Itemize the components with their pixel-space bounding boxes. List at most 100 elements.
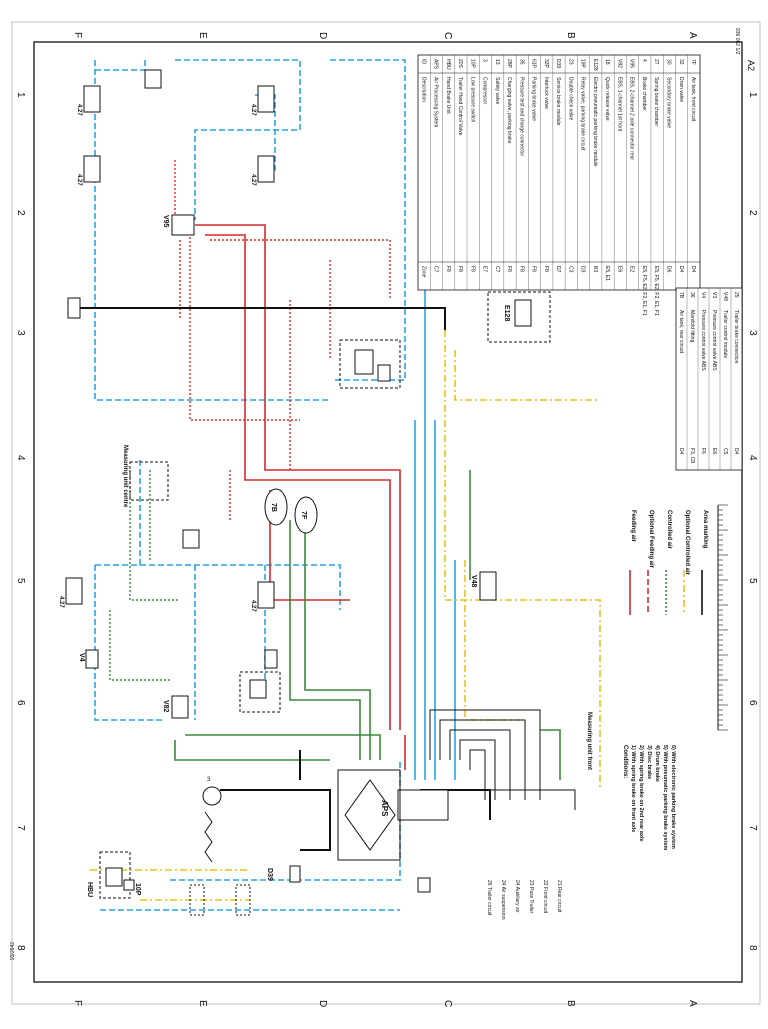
spring-brake-chamber-f5[interactable]: 4.27: [58, 577, 83, 608]
air-processing-system-aps[interactable]: APS: [337, 769, 449, 861]
trailer-connection-1[interactable]: [189, 884, 205, 916]
table-cell-zone: F8: [531, 266, 537, 272]
doc-id-top: 936 062 1/2: [734, 28, 740, 55]
table-cell-id: ID: [420, 59, 426, 64]
small-table-zone: F6: [700, 448, 706, 454]
zone-number-left: 2: [15, 210, 26, 216]
controlled-air-dotted: [109, 470, 180, 681]
zone-number-left: 1: [15, 92, 26, 98]
ebs-module-v82[interactable]: V82: [162, 695, 189, 719]
table-cell-zone: E6: [616, 266, 622, 272]
table-cell-id: 27: [653, 59, 659, 65]
air-tank-7f[interactable]: 7F: [294, 496, 318, 534]
zone-number-right: 8: [747, 945, 758, 951]
table-cell-id: 7F: [690, 59, 696, 65]
small-table-zone: D4: [733, 448, 739, 455]
optional-feeding-air-lines: [174, 160, 391, 520]
svg-text:4.27: 4.27: [250, 104, 256, 116]
condition-item: 6) With electronic parking brake system: [670, 745, 676, 849]
zone-number-right: 2: [747, 210, 758, 216]
condition-item: 4) Drum brake: [654, 745, 660, 782]
quick-release-valve-top[interactable]: [144, 69, 162, 89]
service-brake-module-d39[interactable]: D39: [266, 865, 301, 883]
main-supply-lines: [75, 307, 491, 851]
trailer-control-module-v48[interactable]: V48: [470, 571, 497, 601]
table-cell-zone: E5, F5, E2, F2, E1, F1: [653, 266, 659, 316]
table-cell-id: 32P: [543, 59, 549, 69]
table-cell-description: EBS, 1-channel 1st front: [616, 77, 622, 132]
ebs-module-v95[interactable]: V95: [162, 214, 195, 236]
zone-letter-top: B: [565, 32, 576, 39]
table-cell-id: 4: [641, 59, 647, 62]
parking-brake-module-e128[interactable]: E128: [503, 299, 532, 327]
svg-text:E128: E128: [503, 305, 510, 321]
zone-number-left: 5: [15, 578, 26, 584]
blue-circuit-lines: [94, 59, 406, 911]
spring-brake-chamber-e5[interactable]: 4.27: [250, 581, 275, 612]
spring-brake-chamber-f1[interactable]: 4.27: [76, 85, 101, 116]
svg-text:7F: 7F: [300, 511, 307, 520]
rear-circuit-label: 21 Rear circuit: [556, 880, 562, 913]
relay-valve-19p[interactable]: [354, 349, 374, 375]
table-cell-description: Brake chamber: [641, 77, 647, 111]
table-cell-zone: F8: [445, 266, 451, 272]
table-cell-id: D39: [555, 59, 561, 68]
table-cell-description: Spring brake chamber: [653, 77, 659, 127]
svg-text:D39: D39: [266, 868, 273, 881]
quick-release-valve-mid[interactable]: [182, 529, 200, 549]
condition-item: 5) With pneumatic parking brake system: [662, 745, 668, 851]
zone-number-right: 3: [747, 330, 758, 336]
zone-letter-bottom: E: [197, 1000, 208, 1007]
small-table-id: V4: [700, 292, 706, 298]
table-cell-id: 32: [678, 59, 684, 65]
table-cell-description: Parking brake valve: [531, 77, 537, 121]
condition-item: 1) With spring brake on front axle: [630, 745, 636, 832]
legend-label: Optional Feeding air: [648, 510, 654, 569]
table-cell-zone: E2: [629, 266, 635, 272]
quick-release-valve-lower[interactable]: [249, 679, 267, 699]
air-tank-7b[interactable]: 7B: [264, 488, 288, 526]
svg-text:4.27: 4.27: [58, 596, 64, 608]
spring-brake-chamber-e2[interactable]: 4.27: [250, 155, 275, 186]
drawing-frame: [33, 41, 743, 983]
measuring-unit-centre-label: Measuring unit centre: [122, 445, 128, 508]
table-cell-id: 19P: [580, 59, 586, 69]
table-cell-zone: E5, E1: [604, 266, 610, 281]
table-cell-zone: C7: [494, 266, 500, 273]
table-cell-id: V82: [616, 59, 622, 68]
manifold-fitting[interactable]: [67, 297, 81, 319]
svg-text:7B: 7B: [270, 503, 277, 512]
table-cell-zone: E7: [482, 266, 488, 272]
compressor-3[interactable]: 3: [202, 777, 222, 806]
hand-brake-unit-hbu[interactable]: HBU: [86, 851, 131, 899]
small-table-id: V48: [722, 292, 728, 301]
table-cell-zone: F8: [506, 266, 512, 272]
pressure-control-valve-v4[interactable]: V4: [78, 649, 99, 669]
svg-text:4.27: 4.27: [250, 174, 256, 186]
trailer-circuit-label: 26 Trailer circuit: [486, 880, 492, 916]
small-table-zone: D4: [678, 448, 684, 455]
zone-letter-top: C: [442, 32, 453, 39]
table-cell-id: 28P: [506, 59, 512, 69]
zone-letter-bottom: D: [317, 1000, 328, 1007]
table-cell-description: Low pressure switch: [469, 77, 475, 123]
pressure-control-valve-v3[interactable]: [264, 649, 278, 669]
table-cell-description: Compressor: [482, 77, 488, 105]
table-cell-description: Air Processing System: [433, 77, 439, 127]
spring-brake-chamber-e1[interactable]: 4.27: [250, 85, 275, 116]
double-check-valve-23[interactable]: [377, 364, 391, 382]
outer-frame: [11, 21, 761, 1005]
trailer-connection-2[interactable]: [235, 884, 251, 916]
svg-text:4.27: 4.27: [76, 104, 82, 116]
condition-item: 3) Disc brake: [646, 745, 652, 779]
low-pressure-switch-10p[interactable]: 10P: [123, 879, 141, 896]
table-cell-description: Relay valve, parking brake circuit: [580, 77, 586, 151]
spring-brake-chamber-f2[interactable]: 4.27: [76, 155, 101, 186]
table-cell-id: 13: [494, 59, 500, 65]
zone-letter-bottom: A: [687, 1000, 698, 1007]
small-table-id: V3: [711, 292, 717, 298]
table-cell-description: Service brake module: [555, 77, 561, 126]
safety-valve-13[interactable]: [417, 877, 431, 893]
